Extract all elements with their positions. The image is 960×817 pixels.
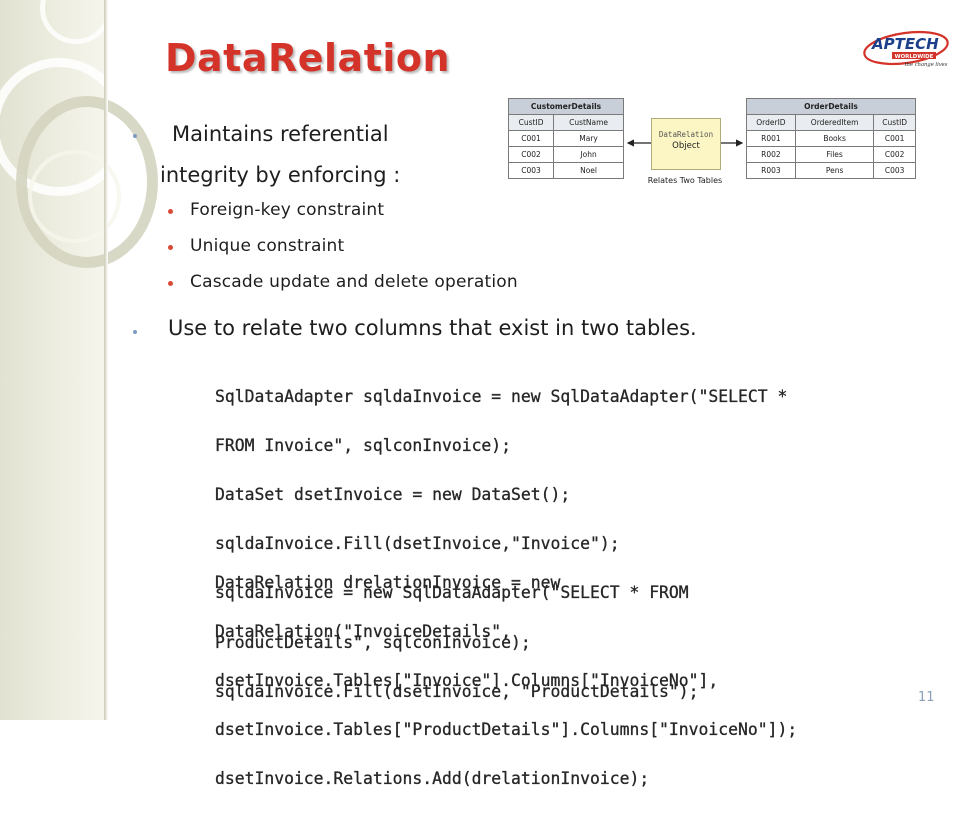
- table-cell: Files: [794, 146, 875, 163]
- bullet-marker: [133, 330, 137, 334]
- bullet-1-line-2: integrity by enforcing :: [160, 163, 401, 187]
- left-decorative-band: [0, 0, 158, 720]
- aptech-logo-icon: APTECH WORLDWIDE the change lives: [863, 30, 949, 68]
- sub-bullet-marker: [168, 281, 173, 286]
- table-cell: C002: [873, 146, 916, 163]
- code-line: DataRelation drelationInvoice = new: [215, 572, 561, 592]
- table-cell: R003: [746, 162, 796, 179]
- table-title: CustomerDetails: [508, 98, 624, 115]
- datarelation-diagram: CustomerDetails CustID CustName C001 Mar…: [506, 96, 918, 186]
- band-edge: [104, 0, 108, 720]
- column-header: OrderID: [746, 114, 796, 131]
- table-cell: Books: [794, 130, 875, 147]
- decorative-ring: [40, 0, 112, 44]
- code-block-1: SqlDataAdapter sqldaInvoice = new SqlDat…: [215, 360, 788, 729]
- code-line: ProductDetails", sqlconInvoice);: [215, 632, 531, 652]
- code-line: sqldaInvoice = new SqlDataAdapter("SELEC…: [215, 583, 689, 603]
- code-line: sqldaInvoice.Fill(dsetInvoice, "ProductD…: [215, 681, 699, 701]
- bullet-2-text: Use to relate two columns that exist in …: [168, 316, 697, 340]
- relation-arrows: [626, 139, 744, 147]
- sub-bullet-marker: [168, 209, 173, 214]
- code-block-2: DataRelation drelationInvoice = new Data…: [215, 546, 798, 817]
- table-cell: R001: [746, 130, 796, 147]
- order-details-table: OrderDetails OrderID OrderedItem CustID …: [746, 98, 916, 179]
- table-cell: C002: [507, 146, 555, 163]
- customer-details-table: CustomerDetails CustID CustName C001 Mar…: [507, 98, 624, 179]
- code-line: dsetInvoice.Tables["ProductDetails"].Col…: [215, 720, 798, 740]
- logo-tagline-text: the change lives: [905, 62, 948, 68]
- decorative-ring: [28, 150, 121, 243]
- table-cell: C003: [507, 162, 555, 179]
- page-number: 11: [918, 690, 935, 705]
- code-line: DataRelation("InvoiceDetails",: [215, 621, 512, 641]
- relation-box-line-2: Object: [672, 141, 700, 151]
- code-line: SqlDataAdapter sqldaInvoice = new SqlDat…: [215, 386, 788, 406]
- relation-box-line-1: DataRelation: [658, 130, 714, 139]
- slide-title: DataRelation: [165, 36, 451, 80]
- table-cell: C003: [873, 162, 916, 179]
- code-line: DataSet dsetInvoice = new DataSet();: [215, 484, 571, 504]
- sub-bullet-cascade: Cascade update and delete operation: [190, 272, 518, 292]
- bullet-1-line-1: Maintains referential: [172, 122, 389, 146]
- table-cell: Pens: [794, 162, 875, 179]
- sub-bullet-unique: Unique constraint: [190, 236, 345, 256]
- column-header: CustID: [873, 114, 916, 131]
- sub-bullet-marker: [168, 245, 173, 250]
- table-cell: Noel: [553, 162, 624, 179]
- logo-brand-text: APTECH: [871, 35, 939, 53]
- table-cell: C001: [873, 130, 916, 147]
- code-line: sqldaInvoice.Fill(dsetInvoice,"Invoice")…: [215, 534, 620, 554]
- sub-bullet-foreign-key: Foreign-key constraint: [190, 200, 385, 220]
- bullet-marker: [133, 134, 137, 138]
- datarelation-object-box: DataRelation Object: [651, 118, 721, 170]
- code-line: FROM Invoice", sqlconInvoice);: [215, 435, 512, 455]
- logo-subtitle-text: WORLDWIDE: [895, 54, 934, 60]
- table-cell: R002: [746, 146, 796, 163]
- diagram-caption: Relates Two Tables: [647, 176, 723, 185]
- code-line: dsetInvoice.Relations.Add(drelationInvoi…: [215, 769, 650, 789]
- code-line: dsetInvoice.Tables["Invoice"].Columns["I…: [215, 670, 719, 690]
- column-header: CustName: [553, 114, 624, 131]
- column-header: OrderedItem: [794, 114, 875, 131]
- table-title: OrderDetails: [746, 98, 916, 115]
- decorative-ring: [16, 96, 158, 268]
